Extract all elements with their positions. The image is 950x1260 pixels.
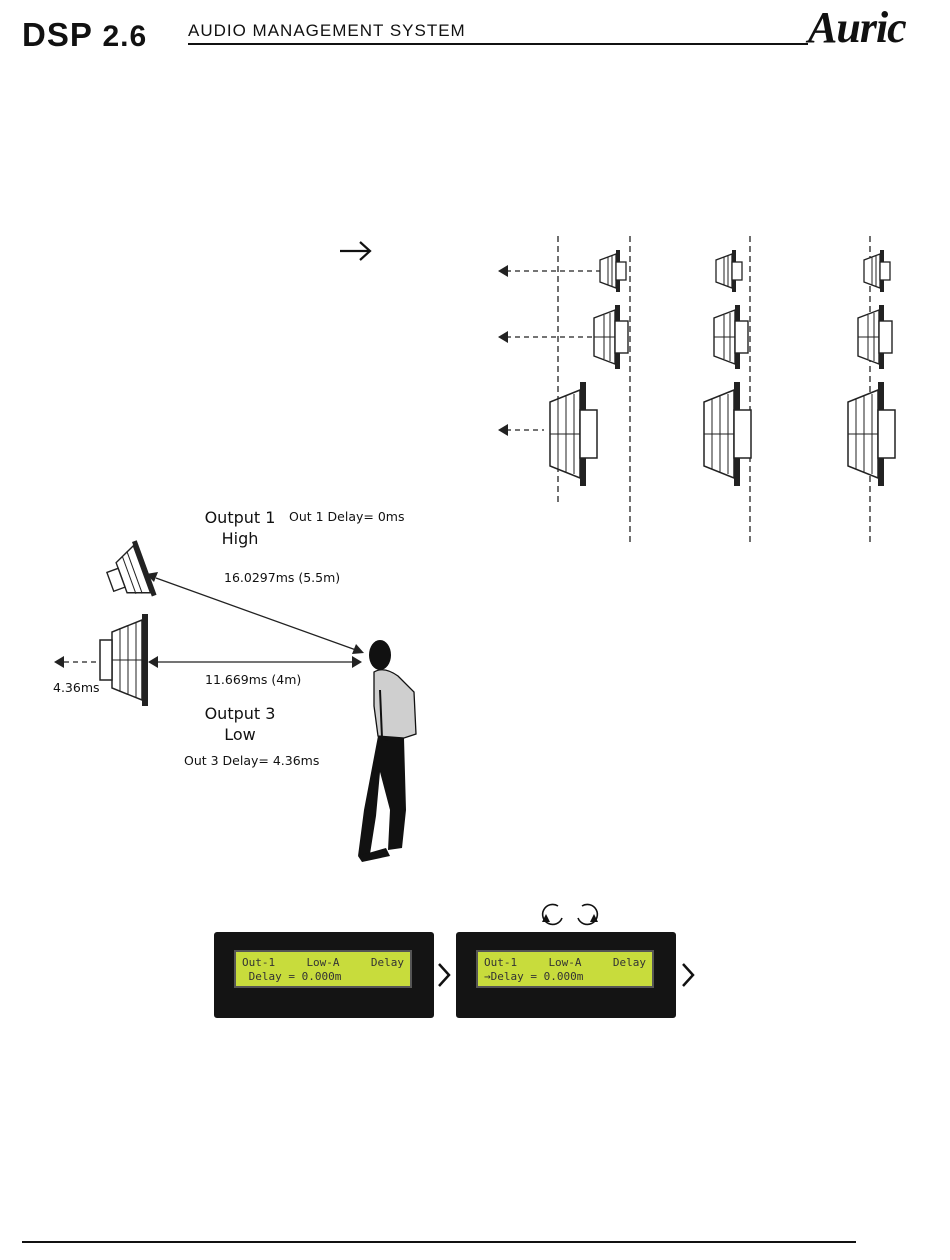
chevron-right-icon — [436, 962, 452, 988]
listener-person-icon — [358, 640, 416, 862]
arrow-right-icon — [338, 238, 374, 264]
output1-title: Output 1 — [190, 507, 290, 528]
lcd1-mode: Delay — [371, 956, 404, 970]
output3-title: Output 3 — [190, 703, 290, 724]
rotate-ccw-icon — [538, 900, 568, 928]
output1-delay: Out 1 Delay= 0ms — [289, 509, 405, 524]
lcd2-mode: Delay — [613, 956, 646, 970]
low-speaker-icon — [100, 614, 148, 706]
product-name: DSP — [22, 16, 92, 53]
chevron-right-icon — [680, 962, 696, 988]
lcd2-band: Low-A — [548, 956, 581, 970]
output1-band: High — [190, 528, 290, 549]
header-subtitle: AUDIO MANAGEMENT SYSTEM — [188, 21, 466, 41]
output3-delay: Out 3 Delay= 4.36ms — [184, 753, 319, 768]
header-rule — [188, 43, 808, 45]
lcd1-band: Low-A — [306, 956, 339, 970]
speaker-alignment-diagram — [490, 232, 900, 550]
lcd2-channel: Out-1 — [484, 956, 517, 970]
output3-band: Low — [190, 724, 290, 745]
lcd-panel-2: Out-1 Low-A Delay →Delay = 0.000m — [456, 932, 676, 1018]
lcd-panel-1: Out-1 Low-A Delay Delay = 0.000m — [214, 932, 434, 1018]
listener-delay-diagram — [40, 510, 440, 870]
distance-high-label: 16.0297ms (5.5m) — [224, 570, 340, 585]
lcd-screen-1: Out-1 Low-A Delay Delay = 0.000m — [234, 950, 412, 988]
dsp-logo: DSP 2.6 — [22, 20, 147, 52]
lcd-screen-2: Out-1 Low-A Delay →Delay = 0.000m — [476, 950, 654, 988]
brand-logo: Auric — [808, 2, 906, 53]
low-offset-label: 4.36ms — [53, 680, 100, 695]
footer-rule — [22, 1241, 856, 1243]
rotate-cw-icon — [572, 900, 602, 928]
lcd1-line2: Delay = 0.000m — [242, 970, 404, 984]
lcd1-channel: Out-1 — [242, 956, 275, 970]
distance-low-label: 11.669ms (4m) — [205, 672, 301, 687]
lcd2-line2: →Delay = 0.000m — [484, 970, 646, 984]
product-version: 2.6 — [102, 20, 147, 53]
